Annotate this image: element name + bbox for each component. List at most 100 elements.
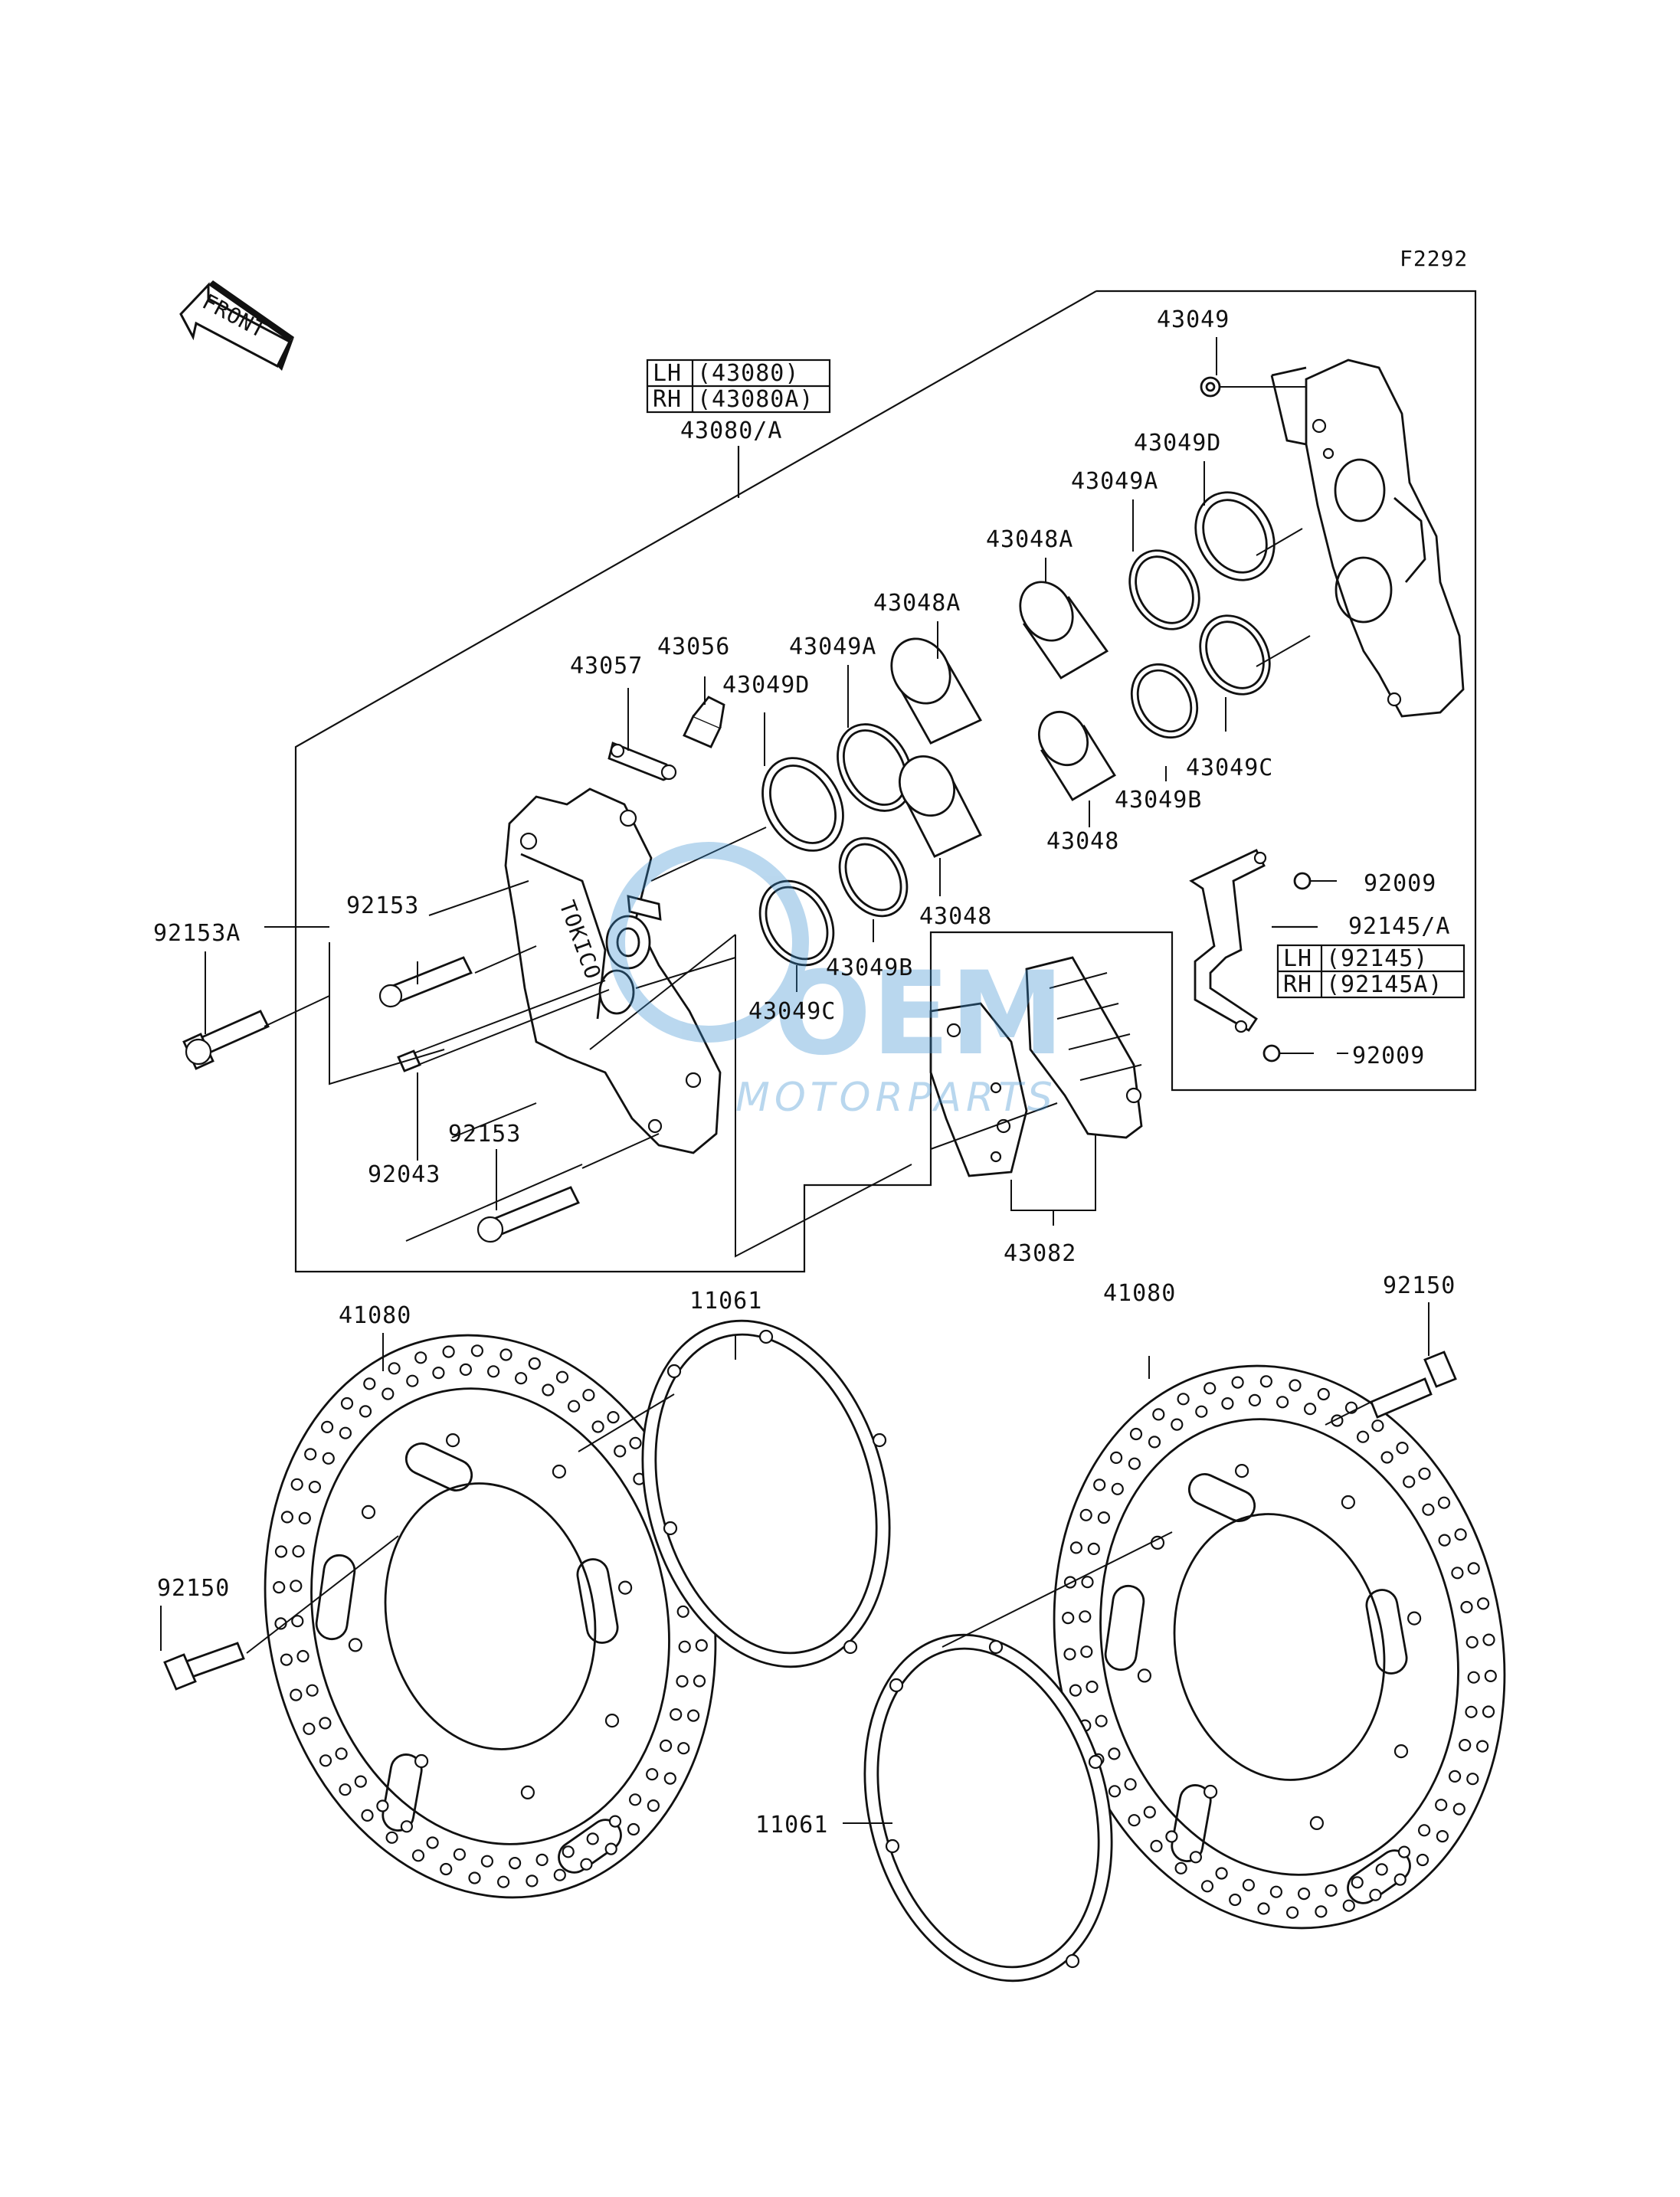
rotor-hole: [646, 1768, 659, 1781]
screw-92009-top: [1293, 872, 1312, 890]
rotor-hole: [567, 1400, 581, 1413]
rotor-hole: [1129, 1427, 1143, 1441]
rotor-hole: [580, 1858, 593, 1871]
label-92009-bottom: 92009: [1352, 1043, 1425, 1069]
rotor-hole: [339, 1426, 352, 1439]
rotor-hole: [1325, 1884, 1338, 1897]
caliper-left-half: TOKICO: [504, 787, 722, 1154]
rotor-hole: [1482, 1705, 1495, 1718]
rotor-hole: [1124, 1778, 1137, 1791]
rotor-hole: [1417, 1824, 1431, 1837]
label-43049C-right: 43049C: [1186, 755, 1273, 781]
rotor-hole: [486, 1365, 500, 1378]
label-43049: 43049: [1157, 306, 1230, 333]
rotor-hole: [1062, 1612, 1075, 1625]
rotor-hole: [340, 1396, 354, 1410]
rotor-hole: [1195, 1405, 1208, 1418]
label-43049D-right: 43049D: [1134, 430, 1221, 457]
rotor-hole: [1152, 1408, 1165, 1421]
rotor-hole: [695, 1639, 708, 1652]
rotor-hole: [1436, 1830, 1449, 1843]
rotor-hole: [363, 1377, 376, 1390]
rotor-hole: [322, 1452, 335, 1465]
bleeder-valve: [683, 696, 725, 748]
rotor-hole: [1231, 1376, 1244, 1389]
label-92150-right: 92150: [1383, 1272, 1456, 1299]
rotor-hole: [291, 1615, 304, 1628]
rotor-hole: [1221, 1396, 1234, 1410]
rotor-hole: [453, 1848, 467, 1861]
caliper-lh-part: (43080): [697, 360, 799, 387]
bracket-rh-side: RH: [1283, 971, 1312, 998]
pin-92043: [397, 980, 610, 1072]
rotor-hole: [359, 1405, 372, 1418]
rotor-hole: [1128, 1457, 1141, 1470]
bracket-lh-part: (92145): [1326, 945, 1428, 972]
rotor-hole: [1108, 1747, 1121, 1760]
bleeder-cap: [607, 742, 677, 781]
label-11061-bottom: 11061: [755, 1812, 828, 1838]
bracket-lh-side: LH: [1283, 945, 1312, 972]
bolt-92150-right: [1370, 1351, 1457, 1419]
rotor-hole: [1143, 1806, 1156, 1819]
rotor-hole: [608, 1815, 622, 1828]
rotor-hole: [520, 1785, 535, 1799]
rotor-hole: [432, 1366, 445, 1380]
rotor-hole: [1128, 1814, 1141, 1827]
caliper-side-table: LH (43080) RH (43080A) 43080/A: [646, 359, 831, 498]
watermark-sub: MOTORPARTS: [735, 1075, 1057, 1121]
rotor-hole: [361, 1809, 374, 1822]
rotor-hole: [542, 1383, 555, 1396]
rotor-hole: [1108, 1785, 1122, 1798]
rotor-hole: [1375, 1863, 1388, 1876]
rotor-hole: [470, 1344, 484, 1357]
rotor-hole: [414, 1351, 427, 1364]
rotor-hole: [586, 1832, 599, 1845]
rotor-hole: [1465, 1635, 1479, 1649]
rotor-hole: [296, 1649, 309, 1663]
rotor-hole: [1435, 1799, 1448, 1812]
rotor-hole: [1466, 1773, 1479, 1786]
rotor-hole: [528, 1357, 541, 1370]
rotor-hole: [1371, 1419, 1384, 1432]
rotor-hole: [1229, 1893, 1242, 1907]
rotor-hole: [659, 1739, 673, 1752]
rotor-hole: [414, 1753, 429, 1769]
rotor-hole: [411, 1849, 425, 1862]
label-43082: 43082: [1004, 1240, 1076, 1267]
rotor-hole: [670, 1708, 683, 1721]
rotor-hole: [1095, 1714, 1108, 1727]
screw-92009-bottom: [1262, 1044, 1281, 1062]
rotor-hole: [1259, 1375, 1273, 1388]
rotor-hole: [290, 1580, 303, 1593]
rotor-hole: [1200, 1880, 1214, 1893]
rotor-hole: [1454, 1528, 1467, 1541]
label-92153-top: 92153: [346, 892, 419, 919]
rotor-hole: [614, 1445, 627, 1458]
rotor-hole: [400, 1820, 414, 1833]
watermark-brand: OEM: [774, 948, 1064, 1081]
rotor-hole: [1087, 1542, 1100, 1556]
rotor-hole: [1242, 1878, 1256, 1891]
rotor-hole: [1234, 1463, 1249, 1478]
rotor-hole: [1080, 1645, 1093, 1658]
rotor-hole: [339, 1783, 352, 1796]
rotor-hole: [647, 1799, 660, 1812]
label-43049B-right: 43049B: [1115, 787, 1202, 814]
bolt-92153A: [182, 1010, 270, 1070]
rotor-hole: [1448, 1770, 1462, 1783]
caliper-rh-side: RH: [653, 386, 682, 413]
rotor-hole: [1257, 1902, 1270, 1915]
label-92153A: 92153A: [153, 920, 241, 947]
label-41080-left: 41080: [339, 1302, 411, 1329]
rotor-hole: [1356, 1430, 1370, 1443]
label-43056: 43056: [657, 634, 730, 660]
right-pistons: [1019, 581, 1116, 801]
rotor-hole: [1269, 1885, 1283, 1898]
rotor-hole: [1069, 1684, 1082, 1697]
rotor-hole: [1459, 1739, 1472, 1752]
rotor-hole: [676, 1675, 689, 1688]
rotor-hole: [617, 1580, 633, 1595]
rotor-hole: [1460, 1600, 1473, 1614]
